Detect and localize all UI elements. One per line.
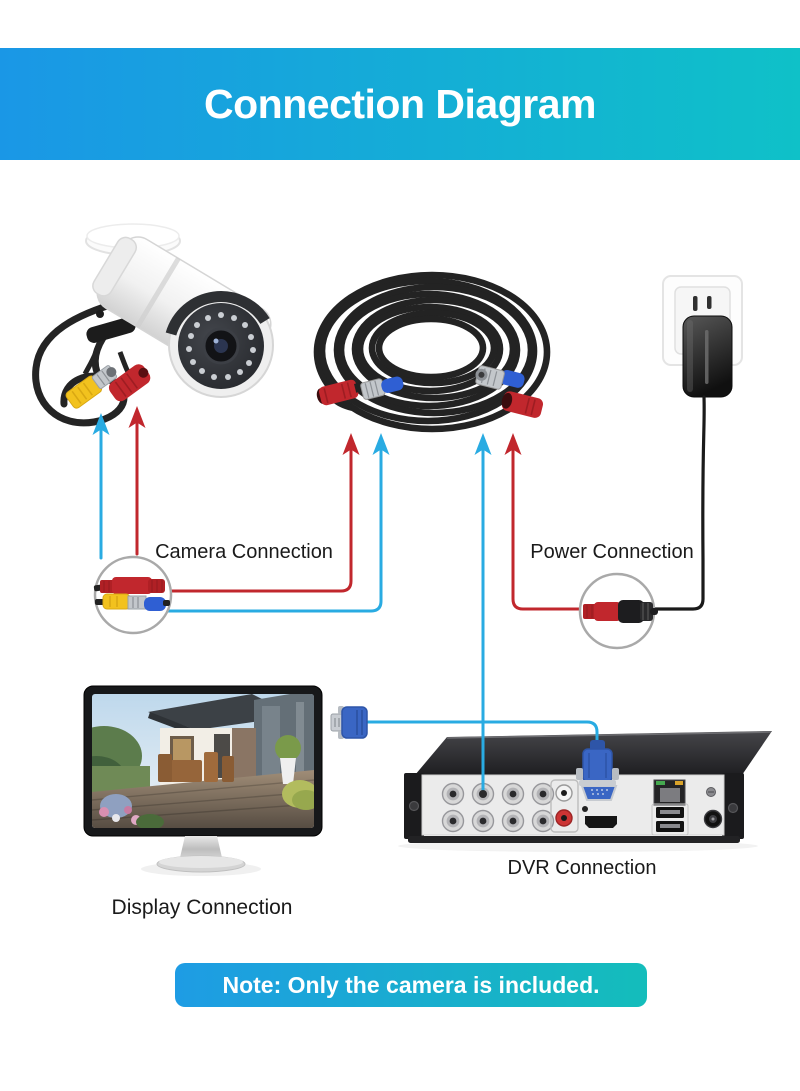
monitor-vga-connector — [330, 706, 368, 739]
camera-power-connector — [108, 364, 151, 402]
connection-lines — [92, 395, 706, 798]
direction-arrows — [92, 406, 522, 455]
power-adapter-illustration — [662, 275, 743, 398]
note-banner: Note: Only the camera is included. — [175, 963, 647, 1007]
camera-illustration — [32, 223, 274, 427]
dvr-vga-port — [580, 785, 618, 801]
power-connection-label: Power Connection — [530, 541, 694, 563]
dvr-usb-ports — [651, 803, 689, 836]
dvr-connection-label: DVR Connection — [507, 857, 657, 879]
power-connection-detail — [578, 572, 658, 650]
dvr-power-jack — [703, 787, 723, 829]
cable-right-connectors — [475, 365, 544, 418]
camera-bnc-connector — [65, 365, 118, 409]
page-title: Connection Diagram — [204, 80, 596, 127]
dvr-illustration — [398, 731, 772, 852]
dvr-audio-ports — [550, 779, 579, 833]
header-banner: Connection Diagram — [0, 48, 800, 160]
bnc-cable-coil-illustration — [313, 271, 551, 433]
monitor-screen-image — [92, 694, 314, 828]
camera-lens — [165, 291, 274, 398]
dvr-vga-plug — [576, 740, 619, 786]
monitor-stand — [179, 836, 223, 862]
dvr-hdmi-port — [585, 816, 617, 828]
cable-left-connectors — [316, 376, 404, 406]
camera-connection-label: Camera Connection — [155, 541, 333, 563]
dvr-lan-port — [653, 779, 686, 806]
camera-connection-detail — [93, 555, 173, 635]
wall-adapter — [682, 315, 733, 398]
note-text: Note: Only the camera is included. — [222, 971, 600, 998]
display-connection-label: Display Connection — [111, 896, 293, 919]
monitor-illustration — [83, 685, 323, 876]
